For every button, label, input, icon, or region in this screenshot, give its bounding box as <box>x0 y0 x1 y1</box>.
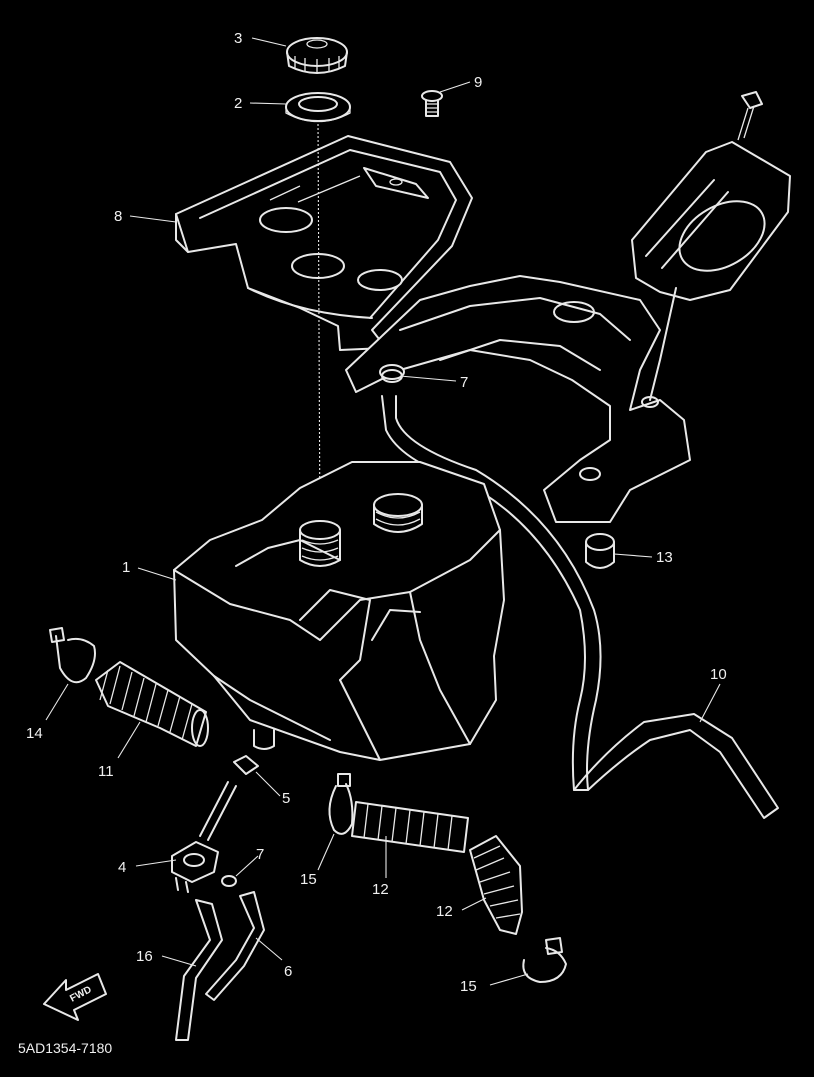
fuel-tank <box>173 461 505 761</box>
callout-3: 3 <box>234 30 242 47</box>
callout-7-upper: 7 <box>460 374 468 391</box>
fuel-hose-16 <box>175 899 223 1041</box>
callout-11: 11 <box>98 763 114 780</box>
rubber-boot-12b <box>469 835 523 935</box>
callout-15-left: 15 <box>300 871 317 888</box>
cap-gasket <box>285 92 351 123</box>
hose-clamp-14 <box>49 627 96 684</box>
callout-4: 4 <box>118 859 126 876</box>
fuel-hose-6 <box>205 891 265 1001</box>
o-ring-lower <box>221 875 237 887</box>
callout-8: 8 <box>114 208 122 225</box>
callout-7-lower: 7 <box>256 846 264 863</box>
rubber-boot-12a <box>351 801 469 853</box>
fuel-cap <box>286 37 348 74</box>
hose-clamp-15a <box>328 773 354 835</box>
callouts: 3 2 9 8 7 1 13 10 14 11 5 4 7 15 12 12 1… <box>26 30 727 995</box>
callout-16: 16 <box>136 948 153 965</box>
callout-15-right: 15 <box>460 978 477 995</box>
damper <box>585 533 615 569</box>
callout-14: 14 <box>26 725 43 742</box>
callout-5: 5 <box>282 790 290 807</box>
diagram-code: 5AD1354-7180 <box>18 1040 112 1056</box>
fwd-arrow-icon: FWD <box>43 973 107 1021</box>
callout-9: 9 <box>474 74 482 91</box>
screw <box>421 90 443 117</box>
callout-12-right: 12 <box>436 903 453 920</box>
callout-2: 2 <box>234 95 242 112</box>
callout-12-left: 12 <box>372 881 389 898</box>
tank-cover <box>175 135 473 351</box>
rubber-boot <box>95 661 209 747</box>
callout-10: 10 <box>710 666 727 683</box>
hose-clamp-15b <box>522 937 567 983</box>
fuel-cock <box>171 781 237 893</box>
callout-1: 1 <box>122 559 130 576</box>
leader-lines <box>45 37 721 986</box>
breather-hose <box>381 395 779 819</box>
callout-6: 6 <box>284 963 292 980</box>
hose-fitting <box>233 755 259 775</box>
callout-13: 13 <box>656 549 673 566</box>
mounting-bracket <box>345 91 791 523</box>
